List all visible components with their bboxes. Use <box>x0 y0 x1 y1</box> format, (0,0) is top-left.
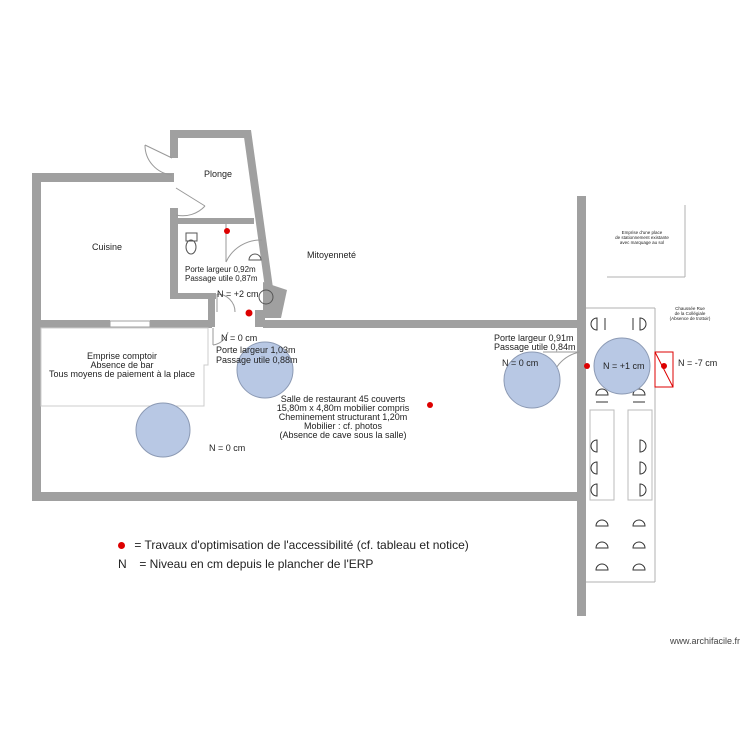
marker-dot <box>224 228 230 234</box>
chair <box>590 461 598 475</box>
level-salle: N = 0 cm <box>209 443 245 453</box>
wall-plonge-divider <box>170 218 254 224</box>
chaussee-note-2: de la Collégiale <box>675 311 706 316</box>
comptoir-outline <box>40 327 209 407</box>
chair <box>632 563 646 571</box>
comptoir-line-1: Emprise comptoir <box>87 351 157 361</box>
parking-note-2: de stationnement existante <box>615 235 669 240</box>
chair <box>595 563 609 571</box>
round-table <box>593 337 651 395</box>
legend-dot-icon <box>118 542 125 550</box>
salle-line-3: Cheminement structurant 1,20m <box>279 412 408 422</box>
tables <box>135 337 651 458</box>
washbasin <box>258 289 274 305</box>
wall-entry-inner <box>255 310 265 327</box>
wall-left-outer <box>32 173 41 501</box>
salle-line-4: Mobilier : cf. photos <box>304 421 383 431</box>
wall-kitchen-bottom-b <box>150 320 212 328</box>
level-street: N = -7 cm <box>678 358 717 368</box>
level-corridor: N = 0 cm <box>221 333 257 343</box>
chair <box>632 317 647 331</box>
parking-note-3: avec marquage au sol <box>620 240 664 245</box>
terrace-table <box>589 409 615 501</box>
chair <box>632 541 646 549</box>
wall-plonge-left-upper <box>170 130 178 158</box>
terrace <box>586 205 686 583</box>
salle-line-2: 15,80m x 4,80m mobilier compris <box>277 403 410 413</box>
wall-wc-bottom <box>170 293 216 299</box>
wall-right <box>577 196 586 616</box>
toilet-tank <box>185 232 198 242</box>
wall-corridor-left <box>208 293 215 327</box>
door-terrace-line-1: Porte largeur 0,91m <box>494 333 574 343</box>
level-terrace: N = +1 cm <box>603 361 645 371</box>
door-terrace-line-2: Passage utile 0,84m <box>494 342 576 352</box>
marker-dot <box>427 402 433 408</box>
chaussee-note-1: Chaussée Rue <box>675 306 705 311</box>
legend-markers: = Travaux d'optimisation de l'accessibil… <box>118 538 469 552</box>
wall-bottom <box>32 492 584 501</box>
comptoir-line-2: Absence de bar <box>90 360 153 370</box>
label-mitoyennete: Mitoyenneté <box>307 250 356 260</box>
street-level-diagonal <box>654 351 674 388</box>
room-label-plonge: Plonge <box>204 169 232 179</box>
round-table <box>236 341 294 399</box>
watermark: www.archifacile.fr <box>670 636 741 646</box>
door-main-line-1: Porte largeur 1,03m <box>216 345 296 355</box>
street-level-box <box>654 351 674 388</box>
chair <box>590 483 598 497</box>
room-label-cuisine: Cuisine <box>92 242 122 252</box>
legend-level: N = Niveau en cm depuis le plancher de l… <box>118 557 373 571</box>
level-right-zone: N = 0 cm <box>502 358 538 368</box>
door-main <box>212 328 229 346</box>
wc-fixtures <box>185 232 274 305</box>
chair <box>639 461 647 475</box>
door-wc-line-2: Passage utile 0,87m <box>185 274 258 283</box>
chair <box>632 519 646 527</box>
legend-dot-text: = Travaux d'optimisation de l'accessibil… <box>131 538 469 552</box>
door-wc <box>225 224 263 263</box>
chair <box>590 317 606 331</box>
wall-plonge-left-lower <box>170 208 178 298</box>
sink <box>248 253 262 261</box>
comptoir-line-3: Tous moyens de paiement à la place <box>49 369 195 379</box>
chair <box>595 388 609 403</box>
wall-kitchen-bottom-a <box>32 320 110 328</box>
chair <box>595 519 609 527</box>
terrace-chairs <box>589 317 653 571</box>
round-table <box>503 351 561 409</box>
salle-line-1: Salle de restaurant 45 couverts <box>281 394 406 404</box>
accessibility-markers <box>224 228 667 408</box>
door-main-line-2: Passage utile 0,88m <box>216 355 298 365</box>
parking-note-1: Emprise d'une place <box>622 230 663 235</box>
marker-dot <box>245 309 253 317</box>
door-corridor <box>216 293 236 313</box>
chair <box>639 439 647 453</box>
wall-plonge-right <box>243 130 273 288</box>
chair <box>639 483 647 497</box>
level-wc: N = +2 cm <box>217 289 259 299</box>
terrace-table <box>627 409 653 501</box>
wall-plonge-top <box>170 130 250 138</box>
legend-n-key: N <box>118 557 127 571</box>
chair <box>595 541 609 549</box>
legend-n-text: = Niveau en cm depuis le plancher de l'E… <box>136 557 374 571</box>
salle-line-5: (Absence de cave sous la salle) <box>279 430 406 440</box>
round-table <box>135 402 191 458</box>
marker-dot <box>584 363 590 369</box>
wall-entry-right <box>263 282 287 318</box>
door-plonge-lower <box>175 187 206 217</box>
door-plonge-upper <box>144 144 173 176</box>
chaussee-note-3: (Absence de trottoir) <box>670 316 711 321</box>
window <box>109 320 151 328</box>
door-wc-line-1: Porte largeur 0,92m <box>185 265 256 274</box>
marker-dot <box>661 363 667 369</box>
toilet-bowl <box>185 239 197 255</box>
chair <box>590 439 598 453</box>
wall-salle-top <box>263 320 584 328</box>
chair <box>632 388 646 403</box>
wall-kitchen-top <box>32 173 174 182</box>
